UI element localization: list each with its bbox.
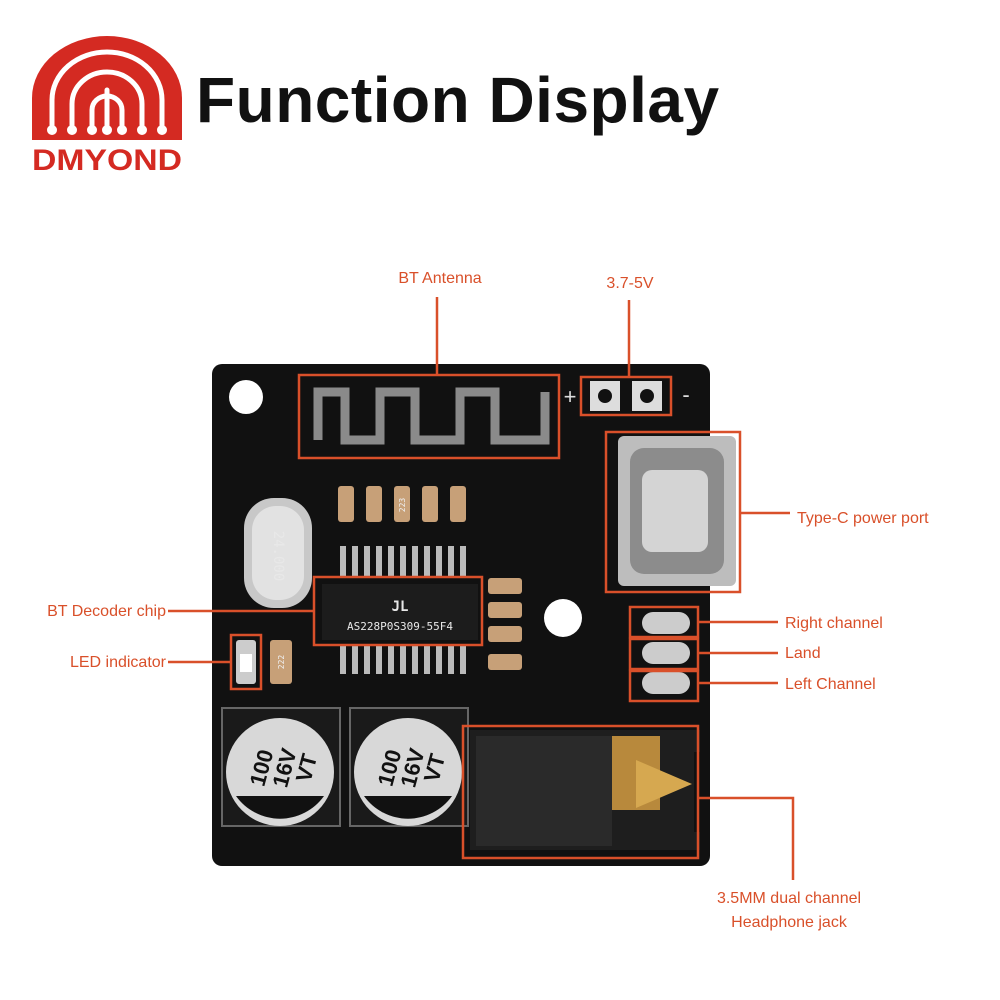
minus-sign: - <box>682 382 689 407</box>
page-title: Function Display <box>196 64 720 136</box>
label-jack-line1: 3.5MM dual channel <box>717 890 861 907</box>
label-voltage: 3.7-5V <box>606 275 653 292</box>
crystal-marking: 24.000 <box>270 531 286 582</box>
pcb-board: + - 223 24.000 JL AS228P0S309-55F4 <box>212 364 736 866</box>
label-land: Land <box>785 645 821 662</box>
capacitor-left: 100 16V VT <box>221 707 341 827</box>
resistor-code-1: 223 <box>398 498 407 513</box>
chip-logo: JL <box>392 599 409 615</box>
label-bt-antenna: BT Antenna <box>398 270 481 287</box>
label-left-channel: Left Channel <box>785 676 876 693</box>
label-jack-line2: Headphone jack <box>731 914 848 931</box>
label-right-channel: Right channel <box>785 615 883 632</box>
label-type-c: Type-C power port <box>797 510 929 527</box>
plus-sign: + <box>564 384 577 409</box>
resistor-code-2: 222 <box>277 655 286 670</box>
label-decoder-chip: BT Decoder chip <box>47 603 166 620</box>
chip-marking: AS228P0S309-55F4 <box>347 620 453 633</box>
label-led: LED indicator <box>70 654 167 671</box>
brand-name: DMYOND <box>32 144 182 177</box>
capacitor-right: 100 16V VT <box>349 707 469 827</box>
brand-logo: DMYOND <box>32 36 182 177</box>
